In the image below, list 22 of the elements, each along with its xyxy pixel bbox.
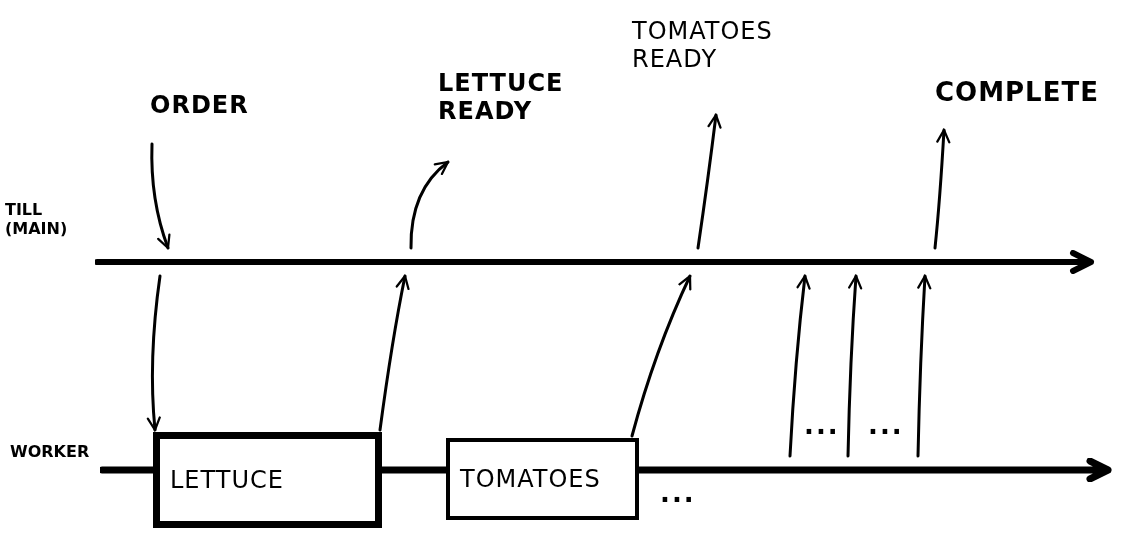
arrow (146, 274, 162, 432)
arrow (378, 274, 410, 432)
event-label: LETTUCE READY (438, 70, 598, 160)
arrow (409, 160, 450, 250)
arrow (846, 274, 863, 458)
arrow (696, 113, 722, 250)
arrow (788, 274, 811, 458)
ellipsis-mark: ... (804, 412, 840, 438)
timeline-label: TILL (MAIN) (5, 200, 69, 239)
arrow (916, 274, 932, 458)
event-label: ORDER (150, 92, 285, 142)
ellipsis-mark: ... (660, 480, 696, 506)
arrow (630, 274, 692, 438)
ellipsis-mark: ... (868, 412, 904, 438)
task-box: LETTUCE (153, 432, 382, 528)
task-box: TOMATOES (446, 438, 639, 520)
timeline-label: WORKER (10, 442, 91, 462)
arrow (933, 128, 951, 250)
timeline-arrow (95, 250, 1095, 274)
event-label: COMPLETE (935, 78, 1135, 128)
arrow (150, 142, 171, 250)
event-label: TOMATOES READY (632, 18, 832, 113)
